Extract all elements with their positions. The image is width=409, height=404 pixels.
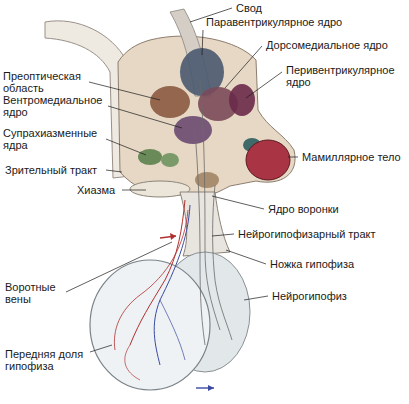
part-label: Зрительный тракт (5, 164, 115, 176)
part-label: Мамиллярное тело (302, 151, 406, 163)
part-label: Ядро воронки (268, 203, 378, 215)
part-label: Нейрогипофиз (272, 290, 392, 302)
part-label: Дорсомедиальное ядро (266, 39, 406, 51)
part-label: Нейрогипофизарный тракт (238, 228, 406, 240)
part-label: Свод (236, 2, 296, 14)
part-label: Преоптическая область (3, 70, 89, 94)
part-label: Супрахиазменные ядра (3, 127, 107, 151)
part-label: Воротные вены (5, 281, 67, 305)
part-label: Паравентрикулярное ядро (206, 16, 376, 28)
part-label: Перивентрикулярное ядро (286, 64, 406, 88)
part-label: Вентромедиальное ядро (3, 94, 109, 118)
part-label: Ножка гипофиза (270, 258, 390, 270)
part-label: Передняя доля гипофиза (5, 348, 91, 372)
part-label: Хиазма (77, 184, 137, 196)
